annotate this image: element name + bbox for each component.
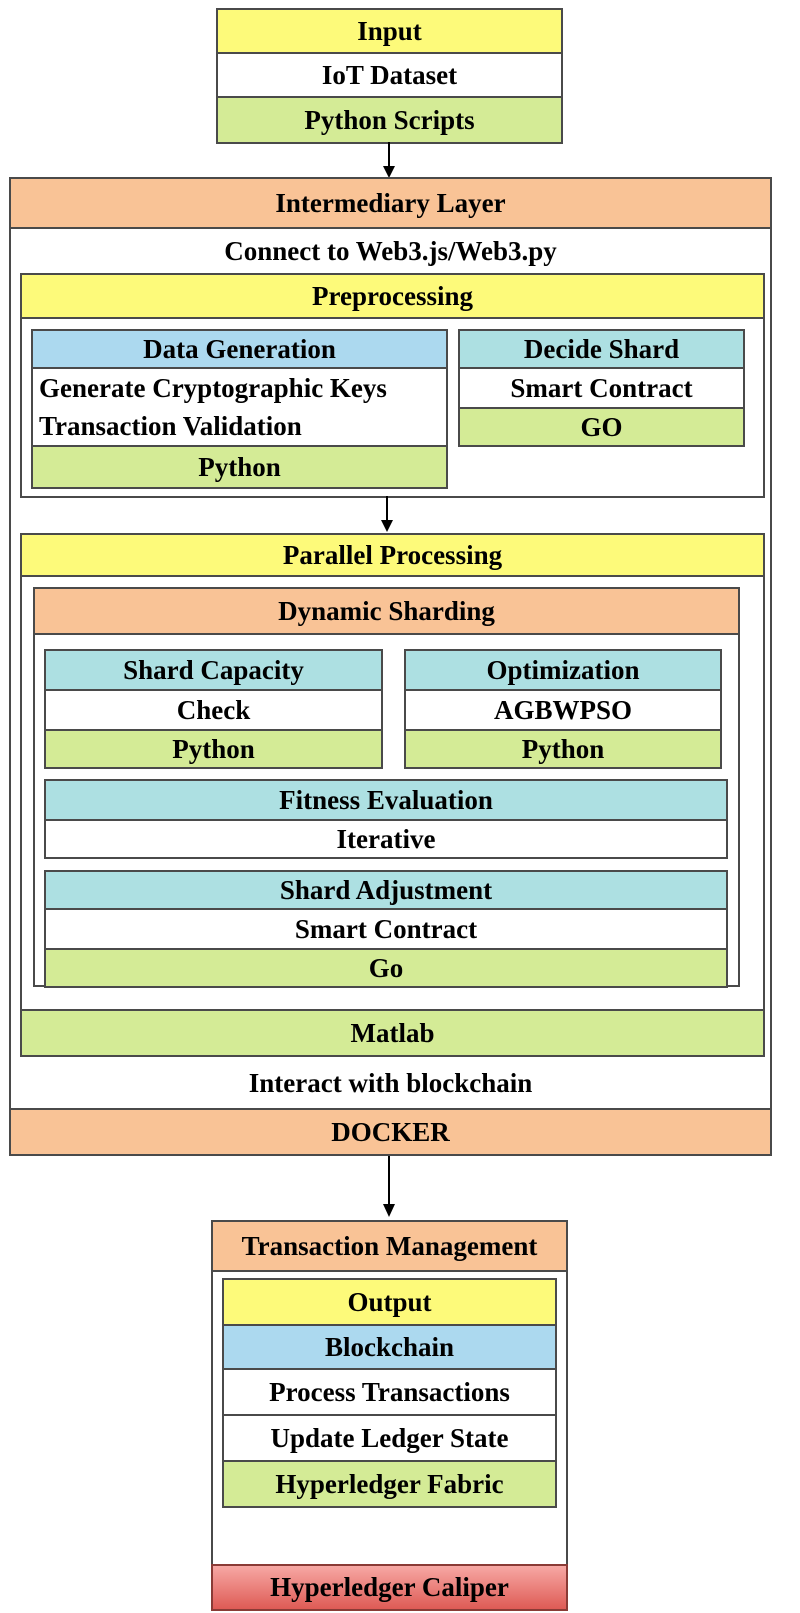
shard-capacity-lang: Python (44, 729, 383, 769)
data-generation-line-1: Generate Cryptographic Keys (39, 372, 387, 403)
decide-shard-lang: GO (458, 407, 745, 447)
fitness-evaluation-item: Iterative (44, 819, 728, 859)
preprocessing-box: Preprocessing Data Generation Generate C… (20, 273, 765, 498)
transaction-management-title: Transaction Management (211, 1220, 568, 1272)
hyperledger-fabric-label: Hyperledger Fabric (222, 1460, 557, 1508)
parallel-processing-title: Parallel Processing (20, 533, 765, 577)
data-generation-box: Data Generation Generate Cryptographic K… (31, 329, 448, 489)
intermediary-title: Intermediary Layer (9, 177, 772, 229)
intermediary-layer: Intermediary Layer Connect to Web3.js/We… (9, 177, 772, 1156)
dynamic-sharding-title: Dynamic Sharding (33, 587, 740, 635)
docker-label: DOCKER (9, 1108, 772, 1156)
shard-capacity-box: Shard Capacity Check Python (44, 649, 383, 769)
parallel-processing-box: Parallel Processing Dynamic Sharding Sha… (20, 533, 765, 1057)
shard-adjustment-title: Shard Adjustment (44, 870, 728, 910)
matlab-label: Matlab (20, 1009, 765, 1057)
dynamic-sharding-box: Dynamic Sharding Shard Capacity Check Py… (33, 587, 740, 988)
update-ledger-label: Update Ledger State (222, 1414, 557, 1462)
data-generation-title: Data Generation (31, 329, 448, 369)
data-generation-line-2: Transaction Validation (39, 410, 302, 441)
data-generation-lang: Python (31, 445, 448, 489)
input-title: Input (216, 8, 563, 54)
transaction-management-box: Transaction Management Output Blockchain… (211, 1220, 568, 1611)
interact-label: Interact with blockchain (248, 1067, 533, 1098)
decide-shard-title: Decide Shard (458, 329, 745, 369)
process-transactions-label: Process Transactions (222, 1368, 557, 1416)
blockchain-label: Blockchain (222, 1324, 557, 1370)
input-dataset: IoT Dataset (216, 52, 563, 98)
optimization-lang: Python (404, 729, 722, 769)
connect-label: Connect to Web3.js/Web3.py (224, 235, 557, 266)
hyperledger-caliper-label: Hyperledger Caliper (211, 1564, 568, 1611)
decide-shard-box: Decide Shard Smart Contract GO (458, 329, 745, 447)
optimization-title: Optimization (404, 649, 722, 691)
decide-shard-item: Smart Contract (458, 367, 745, 409)
shard-capacity-item: Check (44, 689, 383, 731)
shard-adjustment-item: Smart Contract (44, 908, 728, 950)
shard-adjustment-lang: Go (44, 948, 728, 988)
optimization-box: Optimization AGBWPSO Python (404, 649, 722, 769)
preprocessing-title: Preprocessing (20, 273, 765, 319)
optimization-item: AGBWPSO (404, 689, 722, 731)
output-label: Output (222, 1278, 557, 1326)
